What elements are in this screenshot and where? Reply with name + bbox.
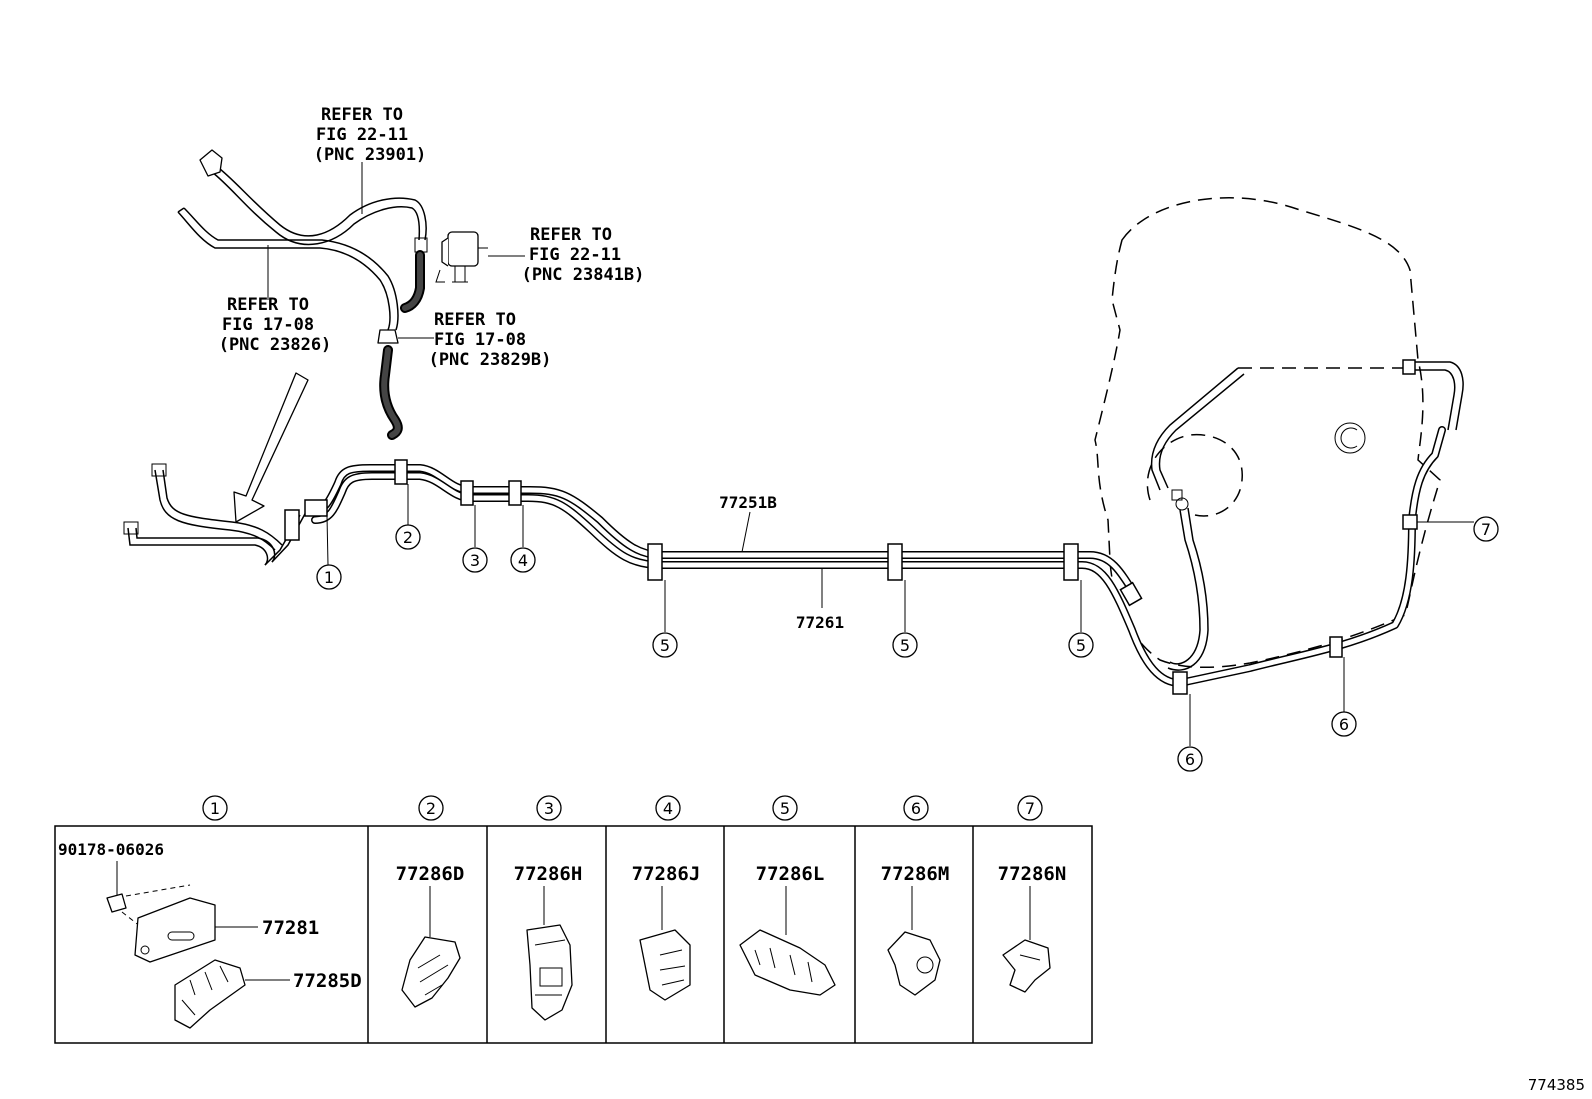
header-label: 6 [911,799,921,818]
ref-line: (PNC 23826) [219,335,332,355]
clamp-77285D [174,959,246,1029]
table-cell-2: 77286D [396,863,465,1008]
clip-5c [1063,543,1079,581]
clip-5b [887,543,903,581]
bracket-77281 [134,897,216,963]
clip-2 [394,459,408,485]
ref-line: (PNC 23901) [314,145,427,165]
circle-label: 5 [900,636,910,655]
pipe-labels: 77251B 77261 [719,493,844,632]
ref-line: REFER TO [530,225,612,245]
table-cell-3: 77286H [514,863,583,1021]
circle-label: 1 [324,568,334,587]
table-cell-4: 77286J [632,863,701,1001]
part-number-77285D: 77285D [293,970,362,992]
circle-label: 6 [1339,715,1349,734]
circle-label: 6 [1185,750,1195,769]
ref-callout-23826: REFER TO FIG 17-08 (PNC 23826) [219,295,332,355]
part-number-77281: 77281 [262,917,319,939]
table-cell-1: 90178-06026 77281 77285D [58,840,362,1029]
label-77261: 77261 [796,613,844,632]
circle-callout-5b: 5 [892,632,918,658]
vsv-component [435,231,488,283]
clip-4 [508,480,522,506]
table-header-3: 3 [536,795,562,821]
circle-callout-6a: 6 [1177,746,1203,772]
circle-callout-5a: 5 [652,632,678,658]
ref-line: (PNC 23841B) [522,265,645,285]
ref-line: (PNC 23829B) [429,350,552,370]
table-cell-7: 77286N [998,863,1067,993]
circle-callout-1: 1 [316,564,342,590]
label-77251B: 77251B [719,493,777,512]
circle-label: 7 [1481,520,1491,539]
circle-callout-5c: 5 [1068,632,1094,658]
ref-line: FIG 22-11 [316,125,408,145]
header-label: 1 [210,799,220,818]
circle-label: 2 [403,528,413,547]
reference-components [177,149,525,440]
table-header-2: 2 [418,795,444,821]
ref-line: FIG 17-08 [222,315,314,335]
part-number-77286D: 77286D [396,863,465,885]
header-label: 2 [426,799,436,818]
table-header-4: 4 [655,795,681,821]
header-label: 3 [544,799,554,818]
fuel-tank-outline [1094,197,1464,671]
part-number-77286H: 77286H [514,863,583,885]
part-number-77286M: 77286M [881,863,950,885]
ref-callout-23901: REFER TO FIG 22-11 (PNC 23901) [314,105,427,165]
header-label: 4 [663,799,673,818]
table-header-1: 1 [202,795,228,821]
ref-line: FIG 22-11 [529,245,621,265]
ref-callout-23829B: REFER TO FIG 17-08 (PNC 23829B) [429,310,552,370]
ref-line: REFER TO [321,105,403,125]
header-label: 5 [780,799,790,818]
table-header-7: 7 [1017,795,1043,821]
clip-3 [460,480,474,506]
clip-6a [1172,671,1188,695]
table-header-5: 5 [772,795,798,821]
part-number-77286L: 77286L [756,863,825,885]
circle-callout-7: 7 [1473,516,1499,542]
circle-callout-4: 4 [510,547,536,573]
part-number-77286J: 77286J [632,863,701,885]
engine-side-tubes [123,463,307,566]
circle-label: 3 [470,551,480,570]
ref-line: REFER TO [434,310,516,330]
bracket-assembly-1 [284,499,328,541]
pipe-77251B [306,464,1139,599]
ref-callout-23841B: REFER TO FIG 22-11 (PNC 23841B) [522,225,645,285]
circle-label: 5 [1076,636,1086,655]
table-frame [54,825,1093,1044]
parts-table: 1 2 3 4 5 6 7 [54,795,1093,1044]
circle-callout-3: 3 [462,547,488,573]
table-cell-5: 77286L [739,863,836,996]
clip-5a [647,543,663,581]
header-label: 7 [1025,799,1035,818]
table-cell-6: 77286M [881,863,950,996]
part-number-77286N: 77286N [998,863,1067,885]
figure-id: 774385 [1528,1076,1585,1094]
circle-label: 4 [518,551,528,570]
ref-line: FIG 17-08 [434,330,526,350]
clip-7 [1402,514,1418,530]
clip-6b [1329,636,1343,658]
clip-callouts: 1 2 3 4 5 5 5 6 [316,484,1499,772]
pipe-clips [394,459,1418,695]
table-header-6: 6 [903,795,929,821]
pipe-77261 [311,426,1446,687]
circle-callout-6b: 6 [1331,711,1357,737]
arrow-pointer [233,372,309,523]
part-number-bolt: 90178-06026 [58,840,164,859]
ref-line: REFER TO [227,295,309,315]
circle-label: 5 [660,636,670,655]
circle-callout-2: 2 [395,524,421,550]
fuel-pump-cap [1334,422,1366,454]
